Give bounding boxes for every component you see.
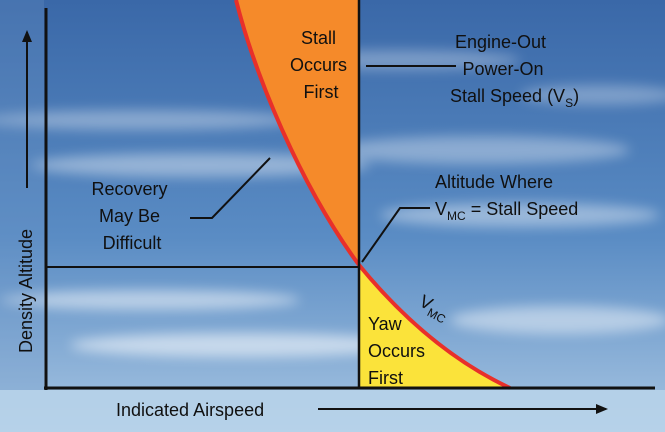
stall-first-label: Stall Occurs First <box>290 28 352 102</box>
engine-out-label: Engine-Out Power-On <box>455 32 551 79</box>
altitude-where-leader <box>361 207 430 263</box>
clouds <box>0 50 665 357</box>
vmc-equals-stall-label: VMC = Stall Speed <box>435 199 578 223</box>
altitude-where-label: Altitude Where <box>435 172 553 192</box>
y-axis-label: Density Altitude <box>16 229 36 353</box>
stall-first-region <box>236 0 359 265</box>
yaw-first-region <box>359 265 510 388</box>
yaw-first-label: Yaw Occurs First <box>368 314 430 388</box>
engine-out-label-line3: Stall Speed (VS) <box>450 86 579 110</box>
vmc-curve <box>234 0 511 390</box>
y-axis-band <box>0 0 44 390</box>
recovery-label: Recovery May Be Difficult <box>91 179 172 253</box>
recovery-leader <box>190 157 271 219</box>
x-axis-band <box>0 390 665 432</box>
x-axis-label: Indicated Airspeed <box>116 400 264 420</box>
